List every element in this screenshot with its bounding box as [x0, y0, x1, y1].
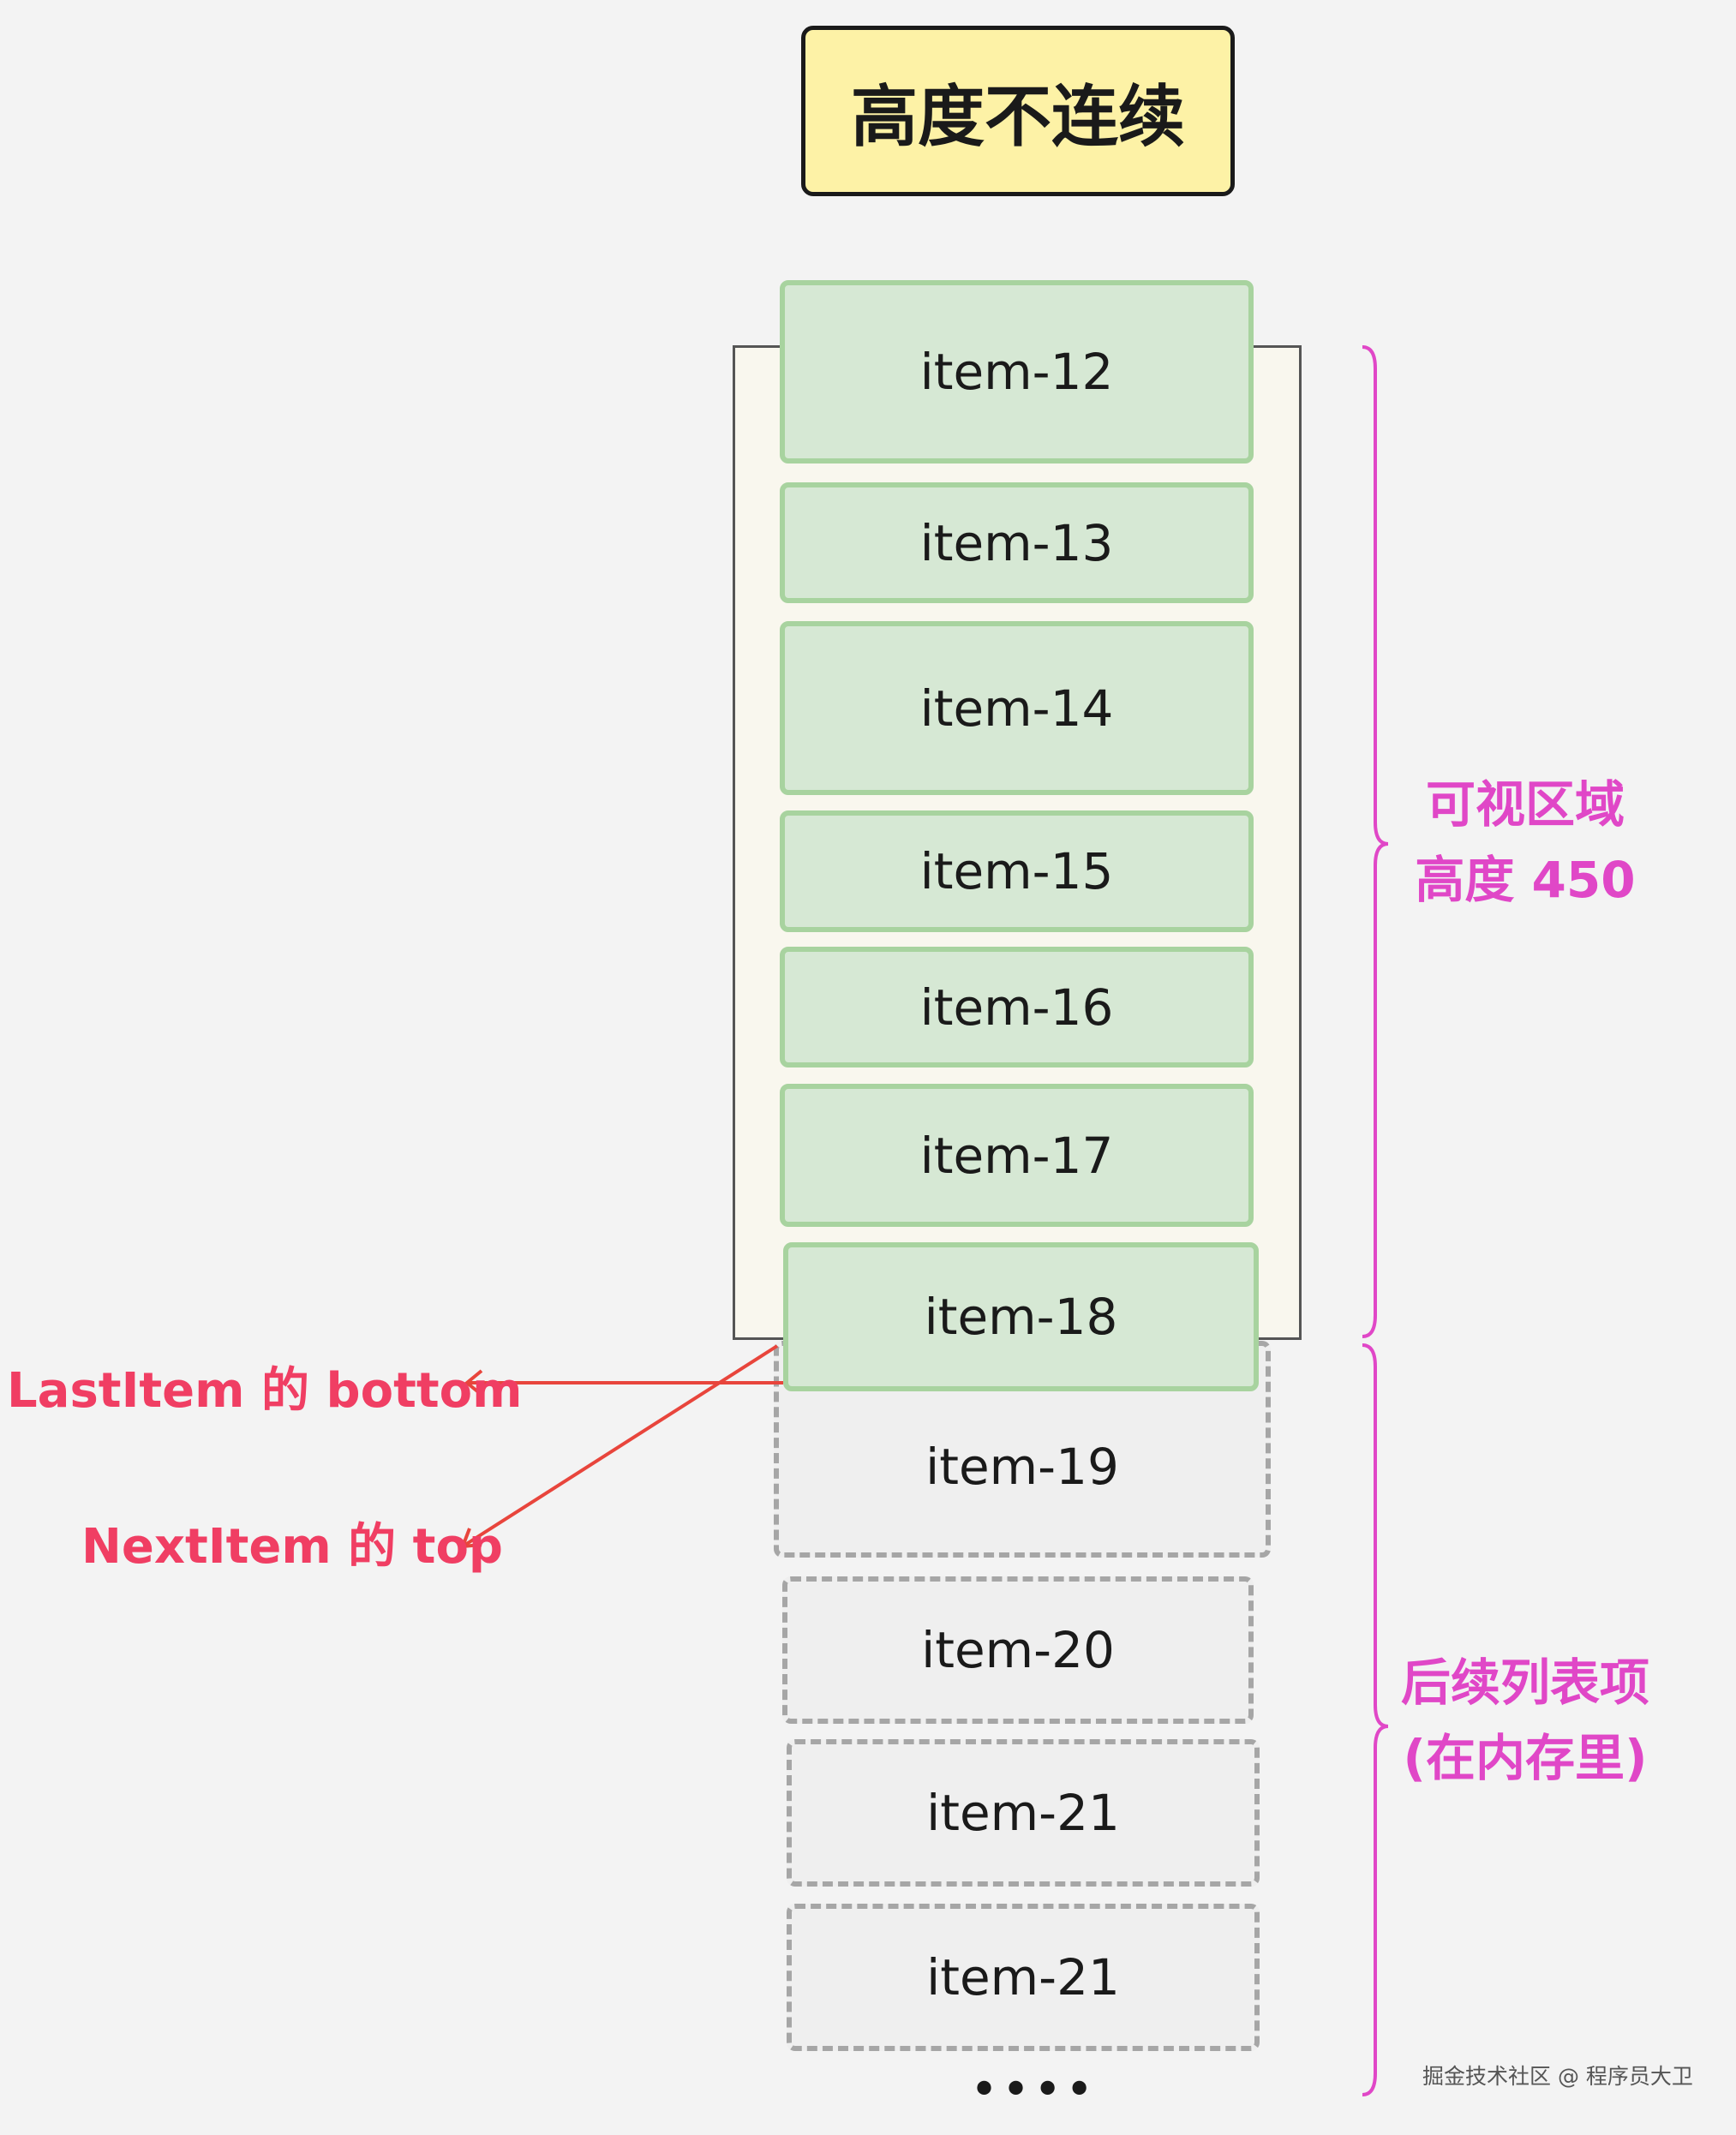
list-item-visible: item-15	[780, 810, 1254, 932]
list-item-buffered: item-21	[787, 1904, 1260, 2051]
viewport-label-line1: 可视区域	[1425, 775, 1625, 834]
buffer-label-line2: (在内存里)	[1403, 1729, 1648, 1787]
viewport-label: 可视区域 高度 450	[1405, 767, 1645, 918]
next-item-top-arrowhead	[459, 1528, 482, 1549]
list-item-visible: item-18	[783, 1242, 1259, 1391]
buffer-label-line1: 后续列表项	[1400, 1654, 1649, 1712]
next-item-top-arrow	[464, 1344, 779, 1546]
list-item-visible: item-14	[780, 621, 1254, 795]
diagram-title: 高度不连续	[801, 26, 1235, 196]
list-item-buffered: item-21	[787, 1739, 1260, 1887]
list-item-visible: item-16	[780, 947, 1254, 1068]
last-item-bottom-arrowhead	[464, 1369, 483, 1396]
viewport-brace	[1362, 345, 1389, 1338]
more-items-ellipsis: ••••	[970, 2062, 1098, 2118]
list-item-visible: item-17	[780, 1084, 1254, 1227]
list-item-visible: item-13	[780, 482, 1254, 603]
list-item-buffered: item-20	[782, 1576, 1254, 1724]
next-item-top-label: NextItem 的 top	[81, 1519, 503, 1575]
buffer-brace	[1362, 1343, 1389, 2096]
watermark: 掘金技术社区 @ 程序员大卫	[1422, 2064, 1693, 2089]
buffer-label: 后续列表项 (在内存里)	[1388, 1645, 1662, 1796]
last-item-bottom-label: LastItem 的 bottom	[7, 1363, 523, 1419]
viewport-label-line2: 高度 450	[1415, 851, 1636, 909]
list-item-visible: item-12	[780, 280, 1254, 463]
